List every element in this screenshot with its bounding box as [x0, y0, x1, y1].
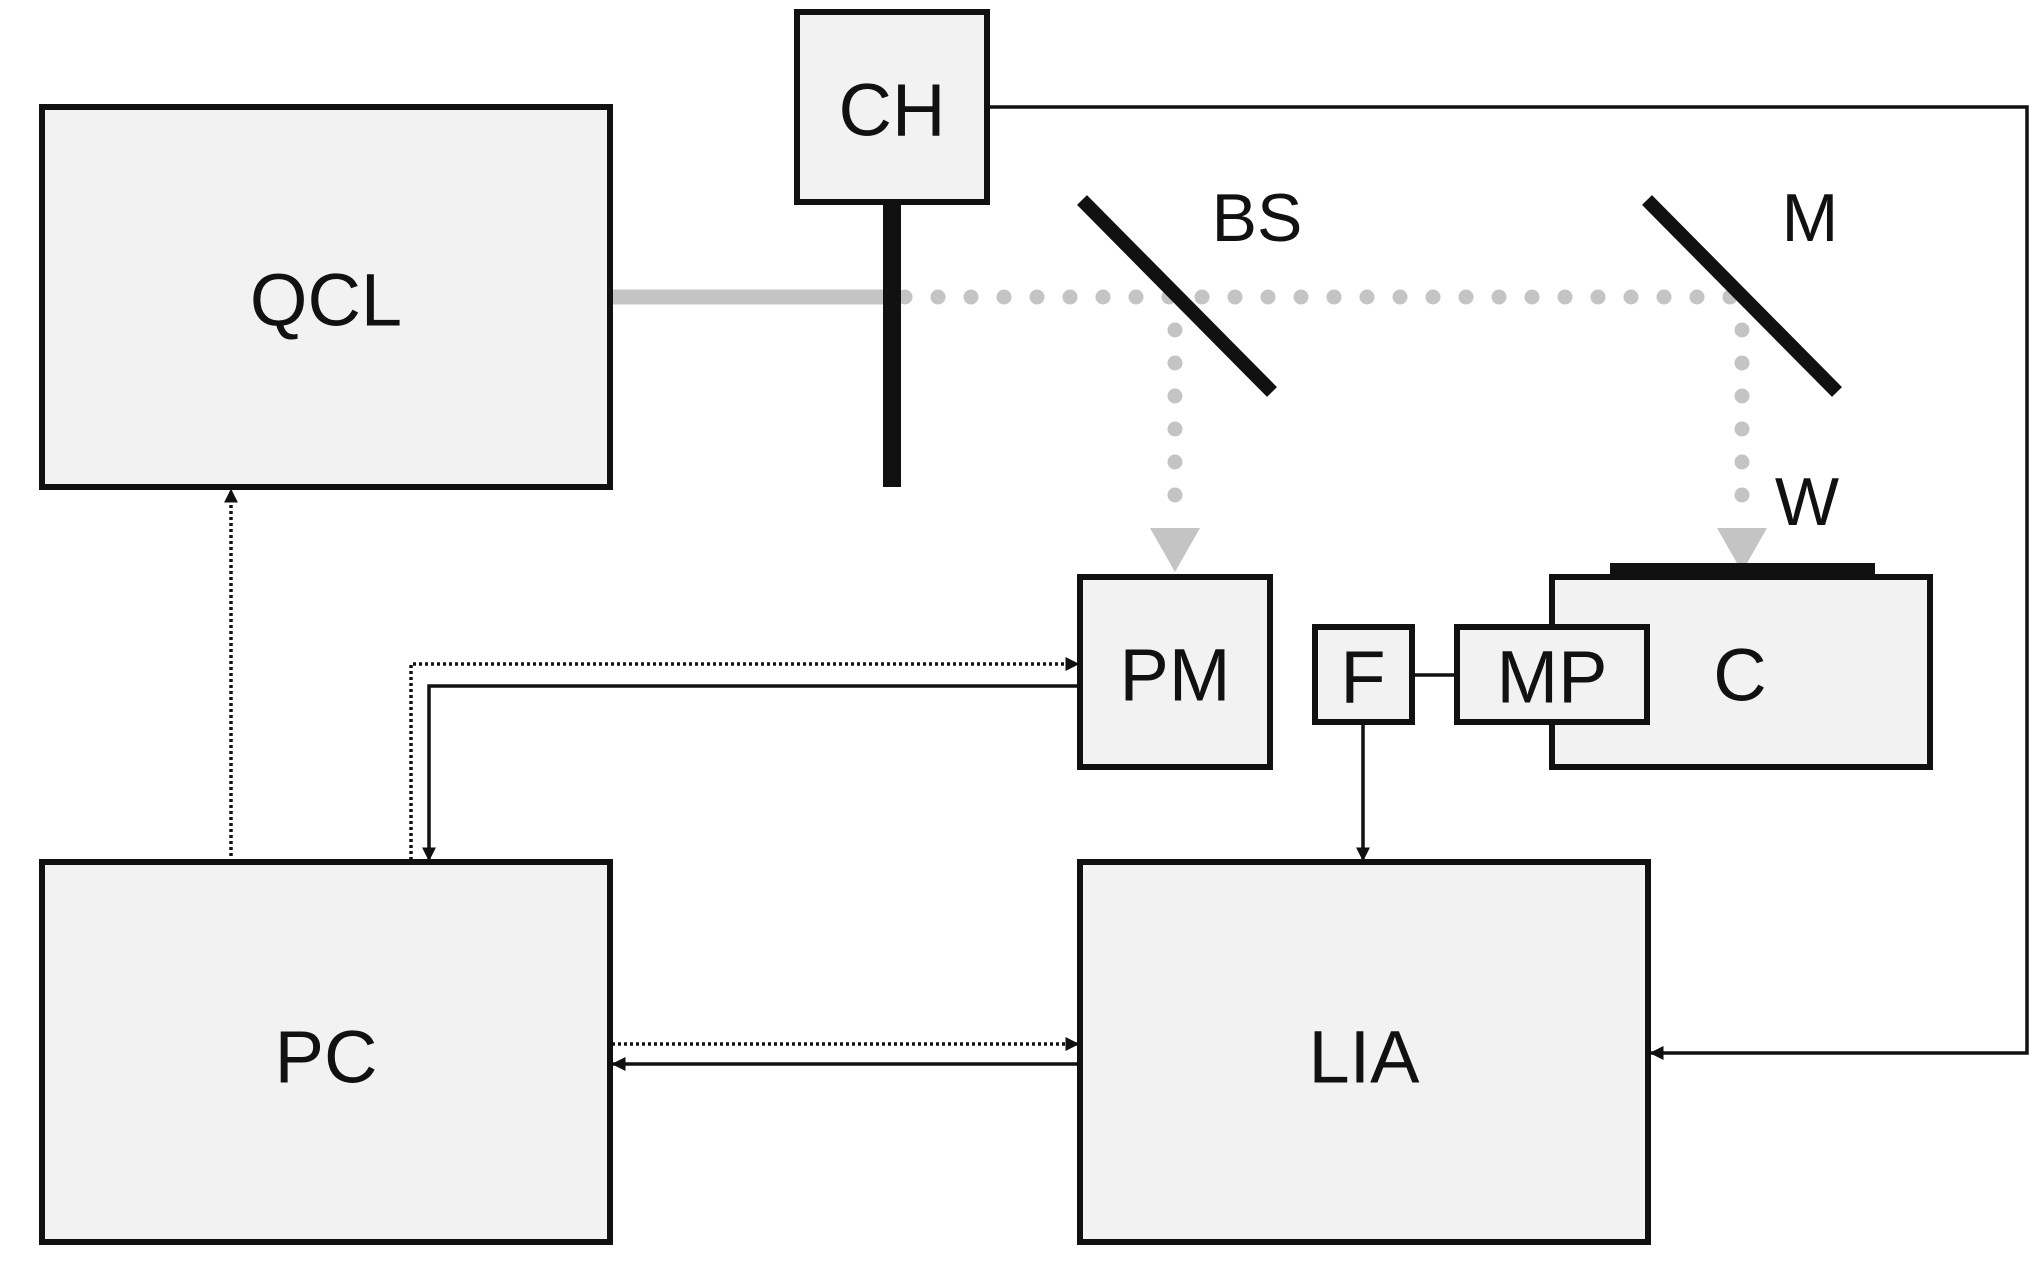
mirror-plate	[1642, 195, 1842, 397]
mirror: M	[1642, 180, 1842, 397]
pc-label: PC	[275, 1016, 378, 1099]
cell-label: C	[1713, 634, 1766, 717]
chopper-to-lia-reference	[987, 105, 2029, 1060]
pc-box	[39, 859, 613, 1245]
mp-label: MP	[1497, 636, 1608, 719]
pm-to-pc-signal	[422, 684, 1080, 862]
beam-splitter-label: BS	[1212, 180, 1303, 256]
qcl-block: QCL	[39, 104, 613, 490]
pm-label: PM	[1120, 634, 1231, 717]
qcl-label: QCL	[250, 259, 402, 342]
mp-box	[1454, 624, 1650, 725]
pm-block: PM	[1077, 574, 1273, 770]
beam-splitter-mirror	[1077, 195, 1277, 397]
mirror-label: M	[1782, 180, 1839, 256]
lia-label: LIA	[1308, 1016, 1420, 1099]
connections	[224, 105, 2029, 1071]
qcl-box	[39, 104, 613, 490]
chopper-label: CH	[839, 69, 946, 152]
pc-to-pm-control	[409, 657, 1080, 860]
mp-block: MP	[1454, 624, 1650, 725]
f-label: F	[1340, 636, 1385, 719]
beam-arrow-to-pm	[1150, 528, 1200, 572]
beam-splitter: BS	[1077, 180, 1303, 397]
chopper: CH	[794, 9, 990, 487]
pc-block: PC	[39, 859, 613, 1245]
f-block: F	[1312, 624, 1415, 725]
pm-box	[1077, 574, 1273, 770]
window-label: W	[1775, 464, 1839, 540]
lia-box	[1077, 859, 1651, 1245]
beam-arrow-to-cell	[1717, 528, 1767, 572]
lia-block: LIA	[1077, 859, 1651, 1245]
laser-beam	[612, 289, 1767, 572]
